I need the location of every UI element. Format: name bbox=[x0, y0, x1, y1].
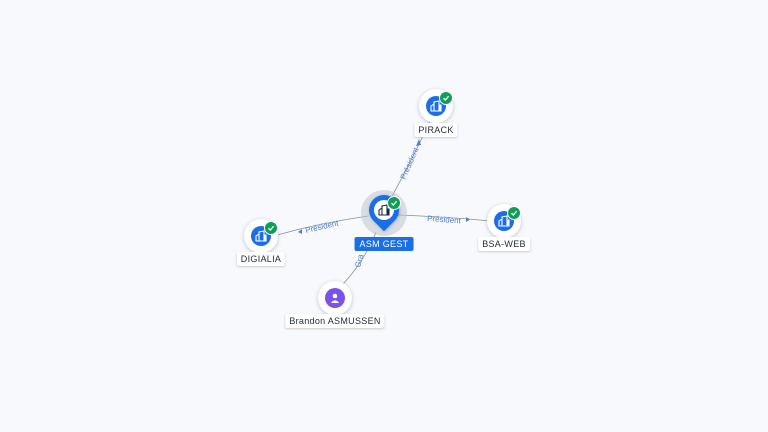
node-label: BSA-WEB bbox=[478, 237, 530, 251]
node-label: DIGIALIA bbox=[236, 252, 286, 266]
edge-bsaweb bbox=[397, 214, 491, 222]
edge-arrow-icon bbox=[466, 217, 470, 222]
edge-arrow-icon bbox=[416, 139, 421, 146]
edge-label-bsaweb: Président bbox=[427, 214, 462, 225]
verified-check-icon bbox=[387, 196, 401, 210]
edge-label-brandon: Gra bbox=[353, 253, 365, 269]
node-label: Brandon ASMUSSEN bbox=[285, 314, 385, 328]
center-label: ASM GEST bbox=[354, 237, 414, 251]
verified-check-icon bbox=[264, 221, 278, 235]
edge-brandon bbox=[342, 231, 377, 285]
edge-label-pirack: Président bbox=[399, 146, 421, 181]
edge-arrow-icon bbox=[298, 229, 302, 234]
person-icon bbox=[325, 288, 345, 308]
node-circle bbox=[244, 219, 278, 253]
edge-label-digialia: Président bbox=[304, 218, 340, 235]
node-circle bbox=[318, 281, 352, 315]
edge-digialia bbox=[276, 215, 369, 236]
verified-check-icon bbox=[507, 206, 521, 220]
verified-check-icon bbox=[439, 91, 453, 105]
node-label: PIRACK bbox=[414, 123, 458, 137]
